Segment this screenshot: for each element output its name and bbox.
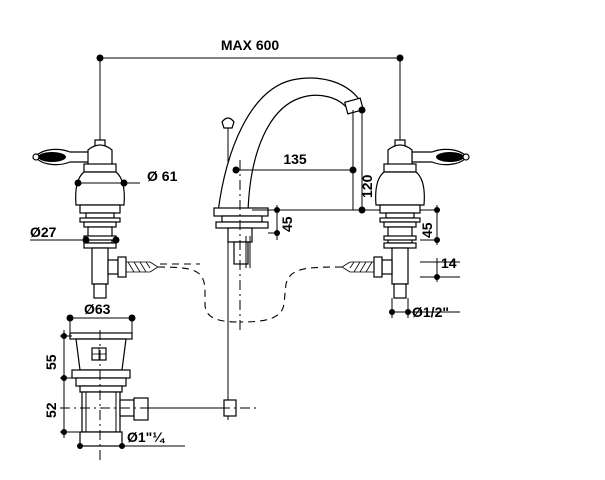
spout-deck-dimension: 45 [268, 205, 295, 240]
spout-reach-label: 135 [283, 151, 307, 167]
max-width-label: MAX 600 [221, 37, 280, 53]
offset-dimension: 14 [420, 255, 460, 282]
drain-flange-label: Ø63 [84, 301, 111, 317]
spout-assembly [213, 77, 365, 420]
drain-thread-label: Ø1"¼ [127, 429, 165, 445]
pipe-thread-label: Ø1/2" [412, 304, 449, 320]
offset-label: 14 [441, 255, 457, 271]
drain-upper-label: 55 [43, 354, 59, 370]
right-valve [341, 139, 470, 299]
shank-diameter-dimension: Ø27 [30, 224, 120, 244]
max-width-dimension: MAX 600 [96, 37, 404, 150]
handle-diameter-dimension: Ø 61 [74, 168, 178, 187]
left-valve [32, 139, 159, 299]
drain-height-dimensions: 55 52 [43, 330, 80, 438]
spout-height-label: 120 [359, 174, 375, 198]
pipe-thread-dimension: Ø1/2" [389, 298, 460, 320]
drain-thread-dimension: Ø1"¼ [77, 429, 185, 449]
valve-deck-dimension: 45 [419, 205, 440, 245]
spout-deck-label: 45 [279, 216, 295, 232]
drain-flange-dimension: Ø63 [66, 301, 136, 333]
spout-reach-dimension: 135 [232, 151, 357, 174]
valve-deck-label: 45 [419, 222, 435, 238]
handle-diameter-label: Ø 61 [147, 168, 178, 184]
drain-lower-label: 52 [43, 402, 59, 418]
shank-diameter-label: Ø27 [30, 224, 57, 240]
flexible-hoses [157, 263, 343, 323]
